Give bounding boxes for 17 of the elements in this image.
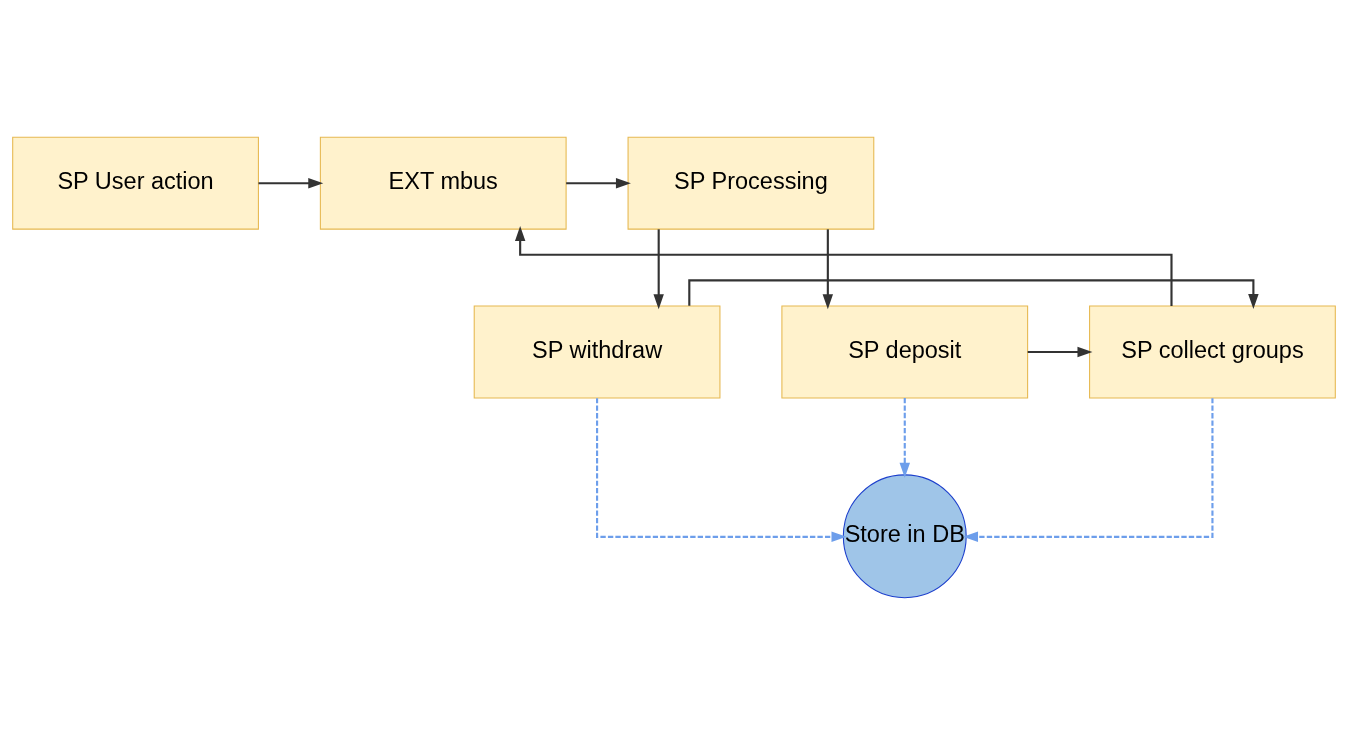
- node-box: EXT mbus: [319, 136, 567, 230]
- arrow: [1027, 346, 1093, 358]
- node-box: SP Processing: [627, 136, 875, 230]
- arrow: [899, 398, 910, 478]
- node-box: SP collect groups: [1089, 305, 1336, 399]
- arrow: [258, 177, 324, 189]
- arrow: [653, 229, 664, 310]
- node-circle: Store in DB: [842, 474, 967, 599]
- arrow: [688, 279, 1259, 310]
- arrow: [963, 398, 1214, 543]
- arrow: [596, 398, 847, 543]
- node-box: SP deposit: [781, 305, 1029, 399]
- arrow: [566, 177, 631, 189]
- arrow: [822, 229, 834, 310]
- node-box: SP User action: [12, 136, 259, 230]
- arrow: [514, 226, 1173, 306]
- node-box: SP withdraw: [473, 305, 721, 399]
